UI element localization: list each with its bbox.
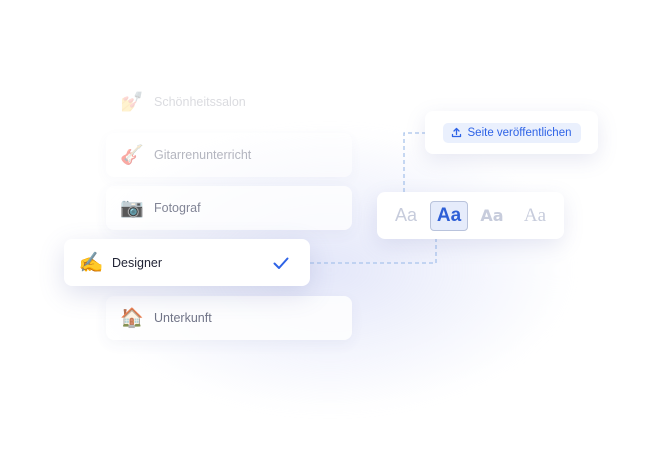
publish-page-button[interactable]: Seite veröffentlichen: [442, 122, 581, 143]
category-label: Schönheitssalon: [154, 95, 246, 109]
font-option-sans[interactable]: Aa: [394, 205, 418, 225]
camera-icon: 📷: [120, 196, 144, 219]
font-picker: Aa Aa Aa Aa: [377, 192, 564, 239]
category-label: Gitarrenunterricht: [154, 148, 252, 162]
font-option-display[interactable]: Aa: [480, 206, 504, 225]
category-item-photographer[interactable]: 📷 Fotograf: [106, 186, 352, 230]
writing-hand-icon: ✍️: [78, 251, 104, 274]
category-label: Fotograf: [154, 201, 201, 215]
category-item-beauty-salon[interactable]: 💅 Schönheitssalon: [106, 80, 352, 124]
font-option-serif[interactable]: Aa: [523, 204, 547, 226]
category-item-accommodation[interactable]: 🏠 Unterkunft: [106, 296, 352, 340]
category-label: Unterkunft: [154, 311, 212, 325]
upload-icon: [451, 127, 461, 138]
publish-panel: Seite veröffentlichen: [425, 111, 598, 154]
checkmark-icon: [273, 257, 289, 269]
font-option-bold-sans[interactable]: Aa: [430, 200, 468, 231]
category-item-designer[interactable]: ✍️ Designer: [64, 239, 310, 286]
guitar-icon: 🎸: [120, 143, 144, 166]
category-item-guitar-lessons[interactable]: 🎸 Gitarrenunterricht: [106, 133, 352, 177]
publish-label: Seite veröffentlichen: [467, 126, 572, 139]
house-icon: 🏠: [120, 306, 144, 329]
category-label: Designer: [112, 255, 163, 270]
nail-polish-icon: 💅: [120, 90, 144, 113]
